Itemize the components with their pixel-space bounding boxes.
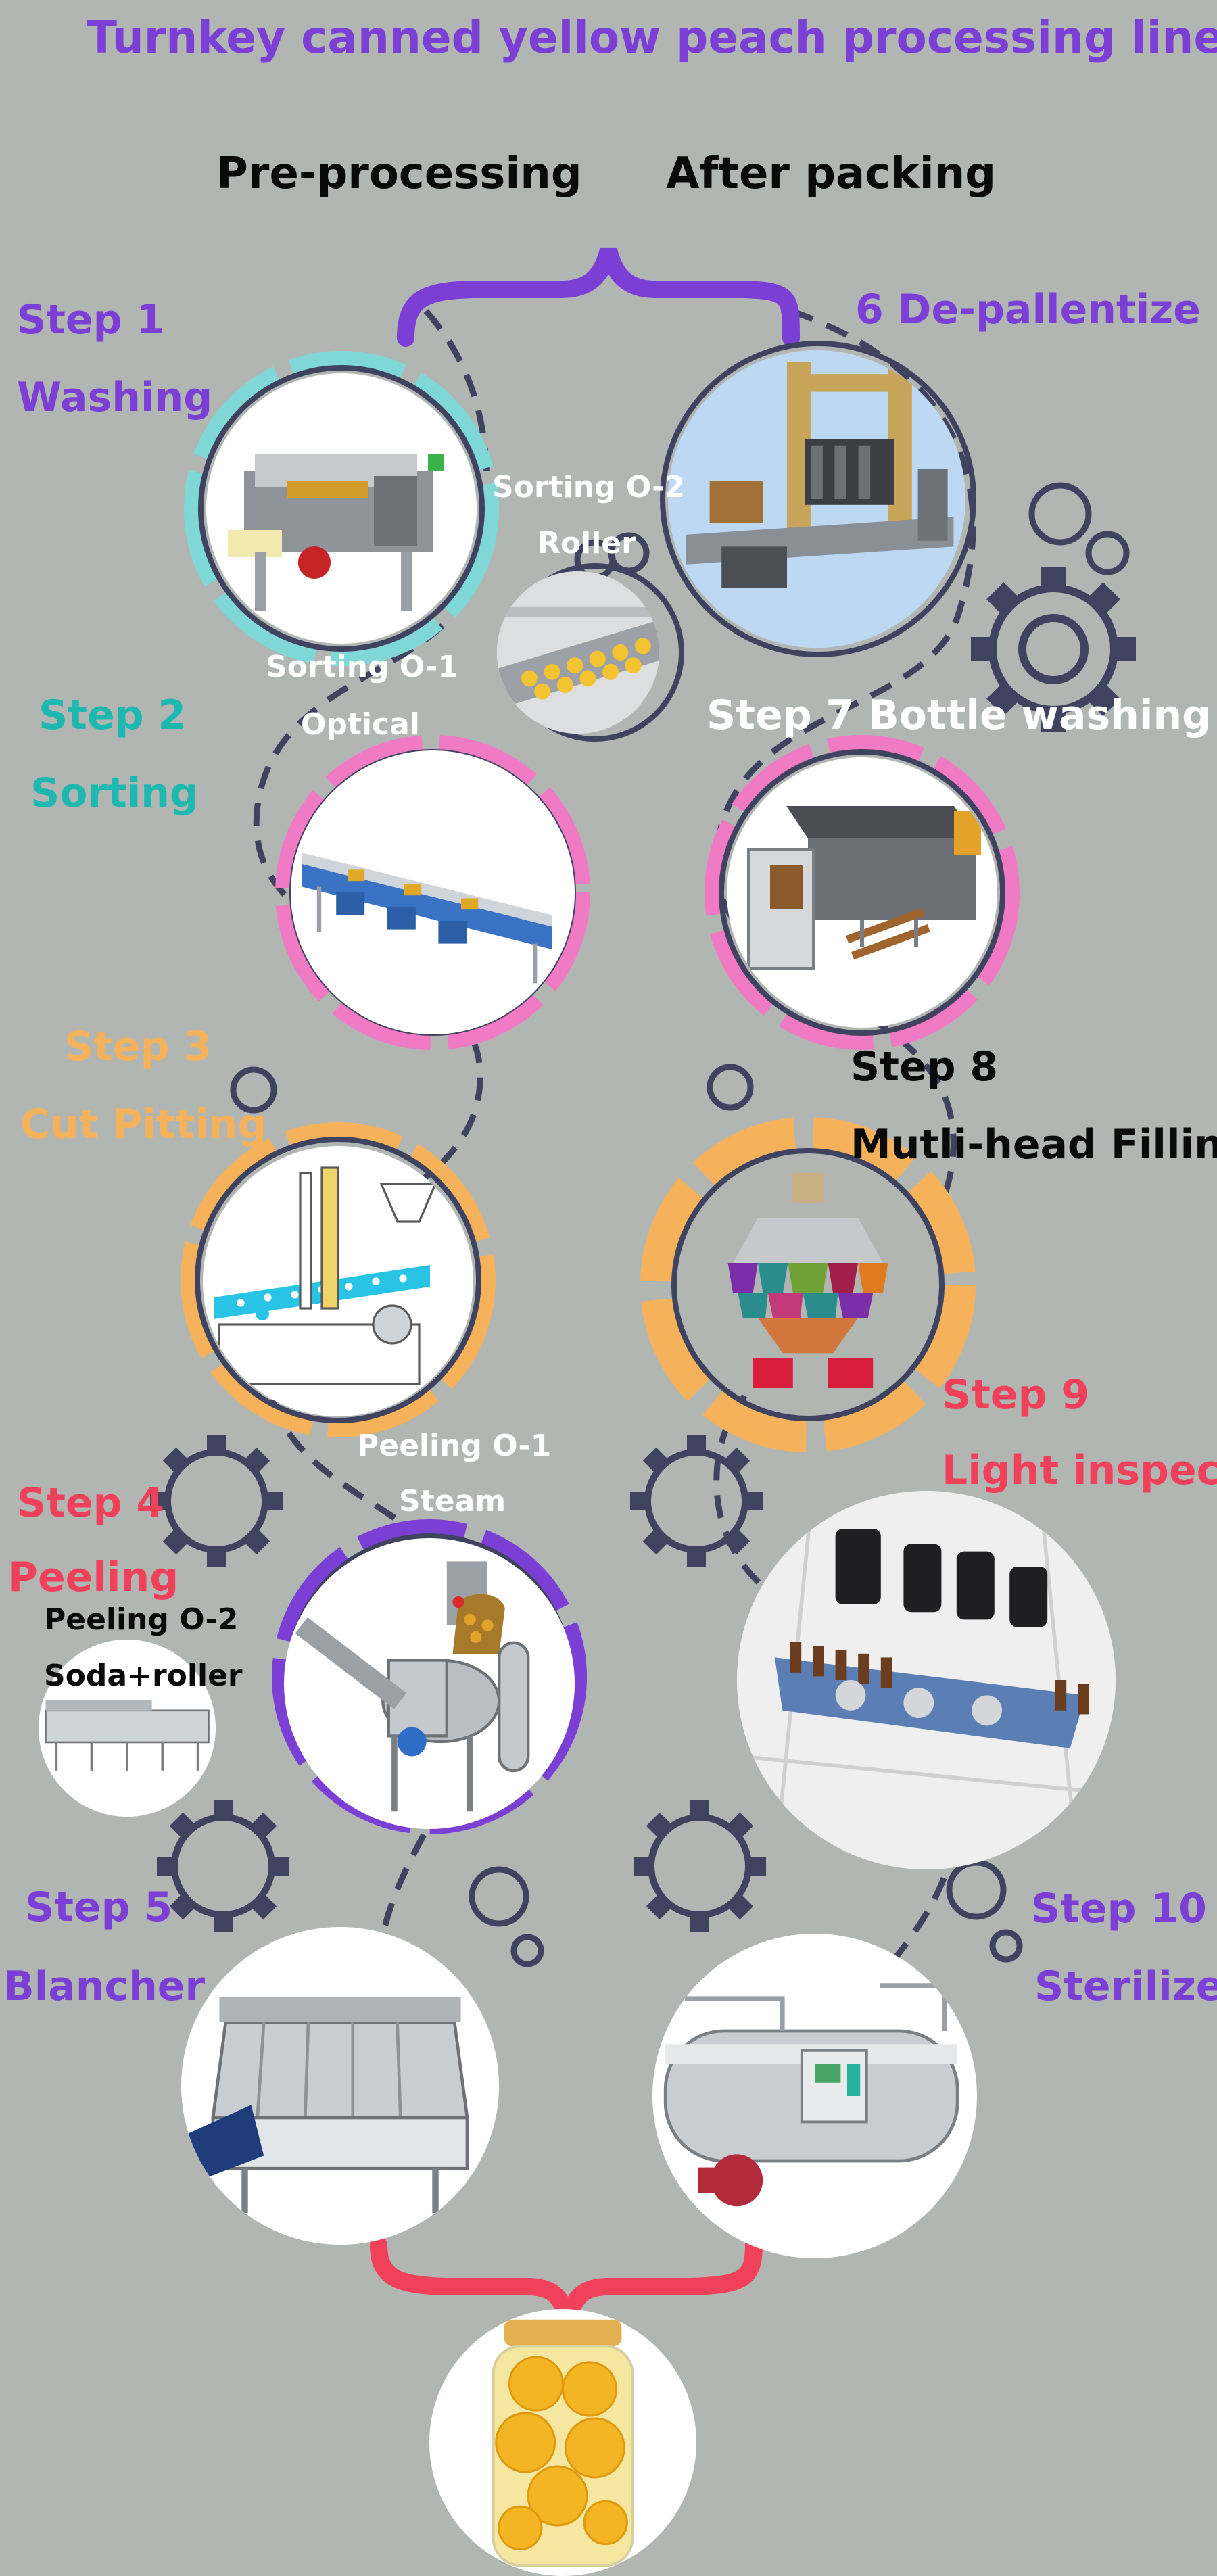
gear-icon — [150, 1435, 283, 1567]
step-4-name: Peeling — [8, 1554, 179, 1601]
gear-icon — [634, 1800, 766, 1932]
step-2-number: Step 2 — [39, 692, 187, 739]
sorting-o1-label: Sorting O-1 — [266, 650, 458, 684]
flow-path-right — [713, 308, 976, 2097]
ring-filling — [640, 1117, 976, 1452]
steam-peeler-image — [284, 1538, 575, 1829]
blancher-image — [181, 1927, 499, 2245]
soda-roller-peeler-image — [39, 1640, 216, 1817]
depalletizer-image — [668, 350, 965, 648]
step-10-number: Step 10 — [1031, 1885, 1207, 1932]
step-9-name: Light inspect — [942, 1447, 1217, 1494]
brace-icon — [397, 247, 800, 347]
step-8-name: Mutli-head Filling — [851, 1121, 1217, 1168]
peach-jar-image — [429, 2309, 696, 2576]
sterilizer-image — [652, 1934, 977, 2258]
gear-icon — [157, 1800, 289, 1932]
step-8-number: Step 8 — [851, 1043, 999, 1091]
step-5-name: Blancher — [3, 1963, 206, 2010]
ring-steam — [272, 1519, 587, 1834]
peeling-o2-label: Peeling O-2 — [44, 1602, 239, 1637]
optical-sorter-image — [291, 750, 575, 1034]
ring-bottle — [705, 735, 1020, 1050]
step-2-name: Sorting — [30, 769, 199, 817]
step-1-number: Step 1 — [17, 296, 165, 343]
step-4-number: Step 4 — [17, 1479, 165, 1527]
step-3-name: Cut Pitting — [20, 1101, 267, 1148]
header-after-packing: After packing — [666, 149, 997, 199]
step-9-number: Step 9 — [942, 1371, 1090, 1418]
washing-machine-image — [206, 373, 477, 644]
gear-icon — [630, 1435, 763, 1567]
ring-optical — [275, 735, 590, 1050]
peeling-o2-sublabel: Soda+roller — [44, 1659, 243, 1693]
step-3-number: Step 3 — [64, 1023, 212, 1070]
cut-pitting-machine-image — [203, 1146, 473, 1416]
ring-cut — [181, 1122, 496, 1437]
sorting-o2-sublabel: Roller — [538, 526, 636, 560]
step-5-number: Step 5 — [25, 1884, 173, 1931]
ring-washing — [184, 351, 499, 666]
sorting-o2-label: Sorting O-2 — [492, 470, 685, 504]
light-inspection-image — [737, 1491, 1116, 1869]
step-10-name: Sterilize — [1034, 1963, 1217, 2010]
roller-sorter-image — [497, 571, 659, 734]
brace-icon — [370, 2236, 763, 2352]
step-6-label: 6 De-pallentize — [855, 286, 1201, 333]
page-title: Turnkey canned yellow peach processing l… — [87, 11, 1217, 64]
peeling-o1-sublabel: Steam — [399, 1484, 506, 1519]
sorting-o1-sublabel: Optical — [301, 707, 420, 742]
step-7-label: Step 7 Bottle washing — [707, 692, 1212, 739]
bottle-washer-image — [727, 757, 997, 1028]
multihead-filler-image — [683, 1163, 933, 1413]
step-1-name: Washing — [17, 374, 213, 421]
gear-icon — [971, 567, 1136, 732]
peeling-o1-label: Peeling O-1 — [357, 1429, 552, 1463]
header-pre-processing: Pre-processing — [216, 149, 582, 199]
